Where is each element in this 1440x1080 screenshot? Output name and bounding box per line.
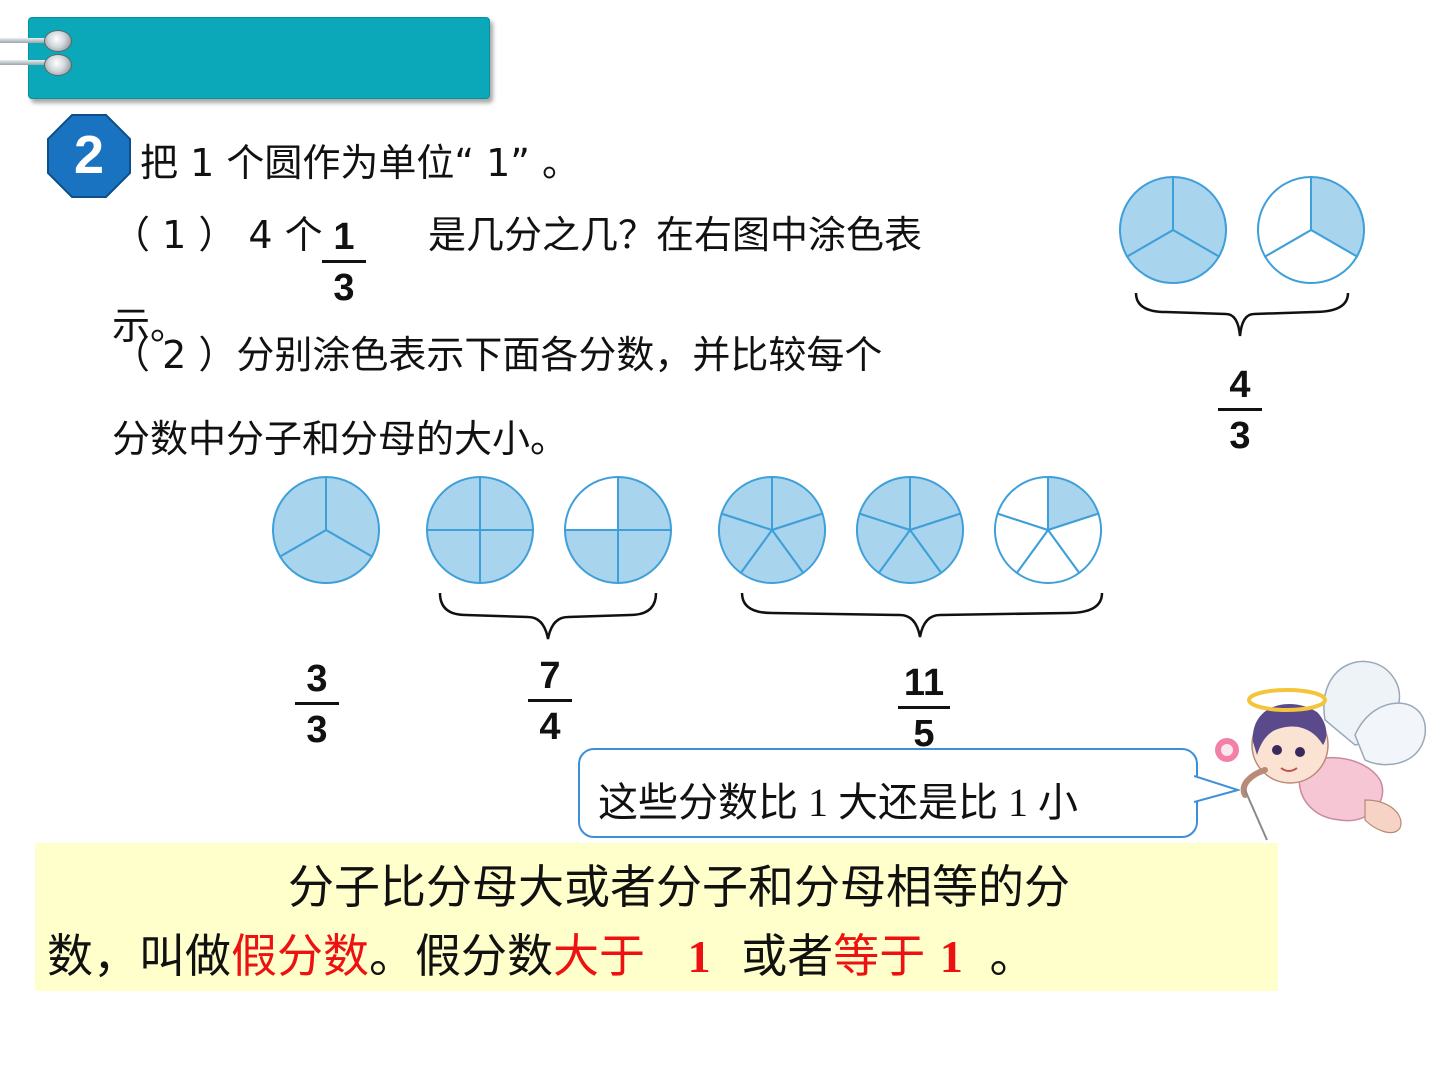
shaded-sector (908, 512, 964, 575)
shaded-sector (563, 529, 619, 585)
fraction-bar (898, 706, 950, 709)
fraction-11-5: 11 5 (898, 664, 950, 753)
shaded-sector (425, 529, 481, 585)
frac-numerator: 7 (539, 655, 561, 697)
shaded-sector (479, 529, 535, 585)
fraction-3-3: 3 3 (295, 660, 339, 749)
shaded-sector (718, 512, 774, 575)
empty-sector (1257, 175, 1312, 258)
shaded-sector (617, 529, 673, 585)
shaded-sector (272, 475, 327, 558)
number-one: 1 (939, 931, 963, 982)
fraction-bar (295, 702, 339, 705)
shaded-sector (720, 475, 773, 532)
bubble-tail-icon (1194, 775, 1240, 803)
frac-numerator: 3 (306, 658, 328, 700)
empty-sector (1046, 512, 1102, 575)
fraction-circle (1119, 175, 1227, 284)
number-one: 1 (687, 931, 711, 982)
fraction-circle (425, 475, 535, 585)
empty-sector (994, 512, 1050, 575)
shaded-sector (877, 528, 943, 584)
brace-icon (740, 592, 1104, 638)
q1-suffix: 是几分之几？在右图中涂色表 (428, 213, 923, 257)
definition-box (35, 843, 1278, 991)
shaded-sector (617, 475, 673, 531)
q1-frac-denominator: 3 (333, 267, 355, 309)
frac-numerator: 11 (903, 662, 945, 704)
brace-icon (438, 592, 658, 640)
bubble-text: 这些分数比 1 大还是比 1 小 (598, 780, 1078, 825)
fraction-bar (1218, 408, 1262, 411)
empty-sector (1015, 528, 1081, 584)
definition-line2: 数，叫做假分数。假分数大于 1 或者等于 1 。 (47, 926, 1036, 987)
right-frac-numerator: 4 (1229, 364, 1251, 406)
shaded-sector (425, 475, 481, 531)
shaded-sector (479, 475, 535, 531)
right-figure (1119, 175, 1365, 337)
fraction-circle (718, 475, 826, 584)
right-fraction: 4 3 (1218, 366, 1262, 455)
speech-bubble (578, 748, 1198, 838)
term-improper-fraction: 假分数 (231, 929, 369, 983)
shaded-sector (770, 512, 826, 575)
q1-frac-numerator: 1 (333, 216, 355, 258)
shaded-sector (278, 528, 374, 584)
angel-character-icon (1215, 660, 1426, 841)
shaded-sector (1125, 228, 1221, 284)
title-bar (28, 17, 490, 99)
term-greater-than: 大于 (553, 929, 660, 983)
shaded-sector (858, 475, 911, 532)
fraction-circle (1257, 175, 1365, 284)
definition-text: 。假分数 (369, 929, 553, 983)
bottom-figure (272, 475, 1104, 640)
octagon-badge-icon (47, 114, 131, 198)
right-frac-denominator: 3 (1229, 415, 1251, 457)
definition-text: 或者 (726, 929, 834, 983)
term-equal-to: 等于 (833, 929, 940, 983)
frac-denominator: 3 (306, 709, 328, 751)
binder-rings (0, 30, 75, 80)
q2-line1: （ 2 ）分别涂色表示下面各分数，并比较每个 (112, 333, 883, 377)
q1-wrap: 示。 (112, 304, 189, 348)
fraction-bar (528, 699, 572, 702)
brace-icon (1134, 292, 1350, 337)
empty-sector (1263, 228, 1359, 284)
shaded-sector (739, 528, 805, 584)
frac-denominator: 4 (539, 706, 561, 748)
definition-line1: 分子比分母大或者分子和分母相等的分 (288, 860, 1070, 914)
q1-fraction: 1 3 (322, 218, 366, 307)
q1-prefix: （ 1 ） 4 个 (112, 213, 323, 257)
fraction-circle (994, 475, 1102, 584)
q2-line2: 分数中分子和分母的大小。 (112, 417, 569, 461)
fraction-circle (272, 475, 380, 584)
empty-sector (563, 475, 619, 531)
definition-text: 数，叫做 (47, 929, 231, 983)
badge-number: 2 (73, 125, 105, 185)
fraction-circle (856, 475, 964, 584)
intro-text: 把 1 个圆作为单位“ 1” 。 (140, 141, 581, 185)
fraction-bar (322, 260, 366, 263)
definition-text: 。 (974, 929, 1036, 983)
shaded-sector (1119, 175, 1174, 258)
empty-sector (996, 475, 1049, 532)
fraction-circle (563, 475, 673, 585)
shaded-sector (856, 512, 912, 575)
frac-denominator: 5 (913, 713, 935, 755)
fraction-7-4: 7 4 (528, 657, 572, 746)
example-number-badge: 2 (46, 113, 132, 199)
